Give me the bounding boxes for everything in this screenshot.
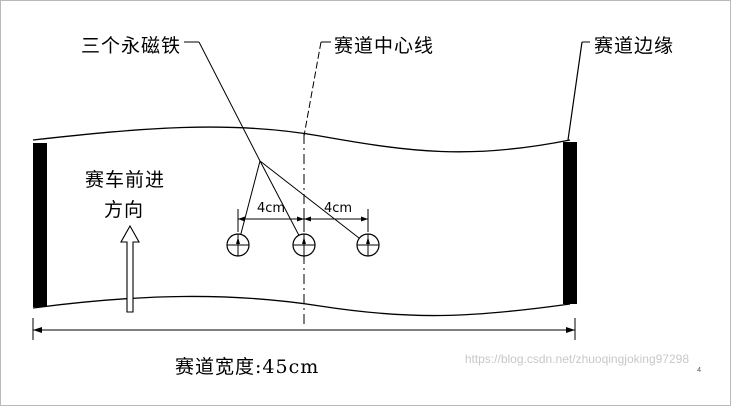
width-arrow-left xyxy=(33,327,42,333)
direction-label-line1: 赛车前进 xyxy=(85,169,166,191)
magnet-symbol xyxy=(226,233,250,257)
centerline-label: 赛道中心线 xyxy=(334,35,435,57)
watermark: https://blog.csdn.net/zhuoqingjoking9729… xyxy=(464,352,689,366)
leader-to-magnet-2 xyxy=(259,160,305,246)
direction-arrow xyxy=(120,224,140,313)
leader-to-magnet-3 xyxy=(259,160,369,246)
spacing-label-right: 4cm xyxy=(324,201,353,216)
track-edge-strip-left xyxy=(33,143,47,307)
edge-label: 赛道边缘 xyxy=(594,35,675,57)
dim-arrow xyxy=(297,216,304,222)
track-bottom-edge xyxy=(32,295,571,317)
track-width-label: 赛道宽度:45cm xyxy=(175,356,320,378)
leader-to-magnet-1 xyxy=(237,160,261,246)
page-marker: 4 xyxy=(697,367,701,374)
leader-magnets-diag xyxy=(198,41,261,162)
track-edge-strip-right xyxy=(563,142,577,304)
width-arrow-right xyxy=(566,327,575,333)
track-top-edge xyxy=(32,126,571,153)
leader-centerline-diag xyxy=(303,41,322,137)
magnet-symbol xyxy=(292,233,316,257)
magnet-symbol xyxy=(356,233,380,257)
spacing-label-left: 4cm xyxy=(257,201,286,216)
dim-arrow xyxy=(238,216,245,222)
dim-arrow xyxy=(361,216,368,222)
leader-edge-diag xyxy=(567,41,583,141)
magnets-label: 三个永磁铁 xyxy=(81,35,182,57)
dim-arrow xyxy=(304,216,311,222)
direction-label-line2: 方向 xyxy=(104,199,145,221)
